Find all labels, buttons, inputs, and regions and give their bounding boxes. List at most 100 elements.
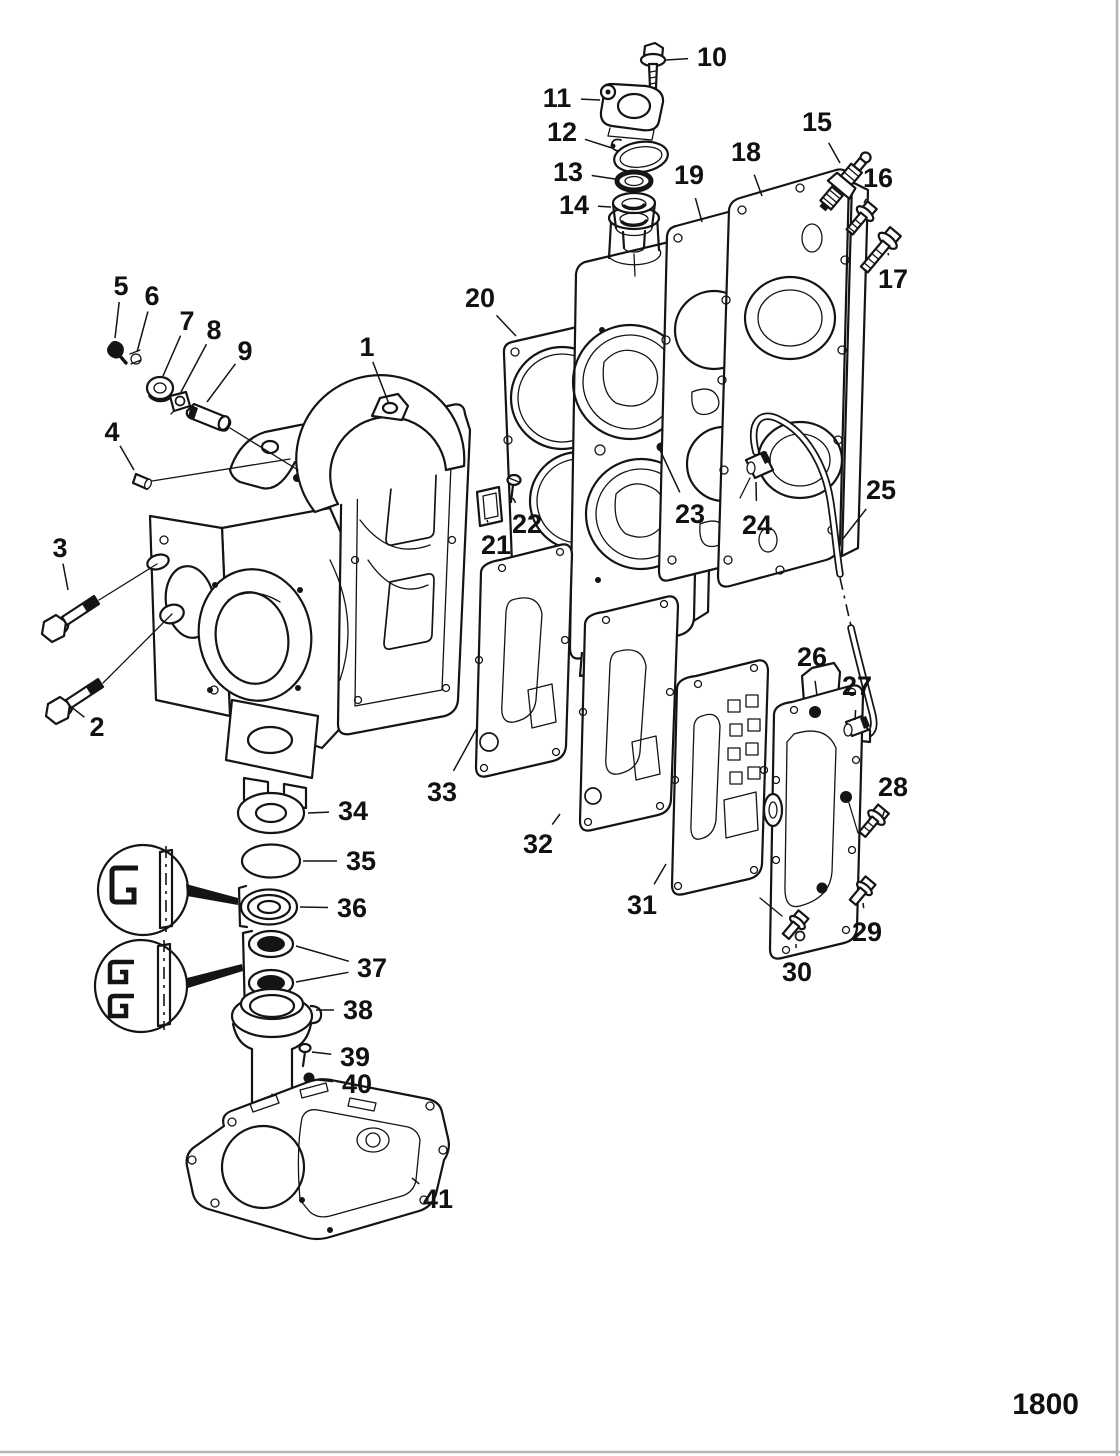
grommet-8 [166, 390, 192, 415]
leader-line-26 [814, 680, 818, 697]
leader-line-13 [591, 174, 616, 180]
cover-fitting [843, 714, 870, 738]
part-callout-40: 40 [342, 1069, 372, 1099]
bolt-30-locating-line [759, 897, 783, 917]
spark-plug [819, 151, 872, 212]
cover-bolt-28 [858, 803, 890, 839]
leader-line-41 [411, 1177, 420, 1185]
dowel-pin-9 [185, 402, 299, 471]
leader-line-3 [62, 563, 69, 591]
anode-screw [506, 473, 522, 504]
part-callout-33: 33 [427, 777, 457, 807]
part-callout-22: 22 [512, 509, 542, 539]
part-callout-23: 23 [675, 499, 705, 529]
part-callout-8: 8 [206, 315, 221, 345]
leader-line-8 [180, 343, 208, 393]
exhaust-gasket-outer [670, 659, 770, 896]
leader-line-5 [114, 301, 120, 339]
leader-line-32 [551, 813, 561, 826]
part-callout-21: 21 [481, 530, 511, 560]
leader-line-17 [887, 252, 890, 256]
leader-line-7 [162, 335, 182, 377]
oil-seal [239, 888, 299, 926]
leader-line-20 [495, 314, 517, 337]
leader-line-10 [665, 57, 689, 61]
clip-6 [129, 349, 142, 365]
leader-line-19 [694, 197, 703, 223]
cylinder-block [146, 374, 472, 810]
leader-line-18 [753, 174, 763, 197]
leader-line-37 [295, 945, 350, 963]
seal-detail-magnifier-bottom [93, 938, 243, 1034]
leader-line-2 [69, 705, 85, 718]
cover-bolt-29 [848, 875, 877, 906]
seal-housing [230, 987, 323, 1134]
crankcase-bolt-3 [40, 563, 158, 644]
leader-line-29 [862, 902, 865, 909]
leader-line-40 [317, 1079, 334, 1083]
part-callout-1: 1 [359, 332, 374, 362]
part-callout-27: 27 [842, 671, 872, 701]
leader-line-28 [881, 809, 886, 819]
thermostat-cover-bolt [639, 41, 667, 90]
part-callout-35: 35 [346, 846, 376, 876]
bolt-28-locating-line [848, 802, 859, 834]
anode-plate [475, 485, 504, 528]
part-callout-16: 16 [863, 163, 893, 193]
exhaust-gasket-middle [578, 595, 680, 832]
part-callout-24: 24 [742, 510, 772, 540]
thermostat [611, 191, 657, 253]
head-cover-bolt-short [845, 200, 878, 236]
leader-line-22 [512, 497, 517, 504]
leader-line-27 [854, 709, 857, 721]
part-callout-13: 13 [553, 157, 583, 187]
leader-line-21 [486, 519, 489, 523]
leader-line-31 [653, 863, 667, 885]
bracket-36 [237, 884, 249, 929]
part-callout-38: 38 [343, 995, 373, 1025]
part-callout-41: 41 [423, 1184, 453, 1214]
part-callout-37: 37 [357, 953, 387, 983]
leader-line-34 [307, 811, 330, 814]
leader-line-12 [584, 138, 613, 149]
seal-detail-magnifier-top [96, 843, 238, 937]
pin-4 [131, 458, 291, 491]
part-callout-19: 19 [674, 160, 704, 190]
crankcase-bolt-2 [44, 613, 173, 726]
part-callout-36: 36 [337, 893, 367, 923]
part-callout-30: 30 [782, 957, 812, 987]
leader-line-25 [841, 508, 867, 541]
part-callout-26: 26 [797, 642, 827, 672]
part-callout-10: 10 [697, 42, 727, 72]
leader-line-36 [299, 906, 329, 909]
thrust-washer [236, 791, 306, 835]
part-callout-29: 29 [852, 917, 882, 947]
leader-line-9 [206, 363, 237, 403]
part-callout-3: 3 [52, 533, 67, 563]
part-callout-31: 31 [627, 890, 657, 920]
leader-line-6 [136, 311, 149, 353]
leader-line-23 [659, 449, 681, 493]
thermostat-cover [599, 82, 665, 141]
part-callout-34: 34 [338, 796, 368, 826]
thermostat-seal-ring [614, 169, 654, 193]
part-callout-12: 12 [547, 117, 577, 147]
part-callout-4: 4 [104, 417, 119, 447]
part-callout-15: 15 [802, 107, 832, 137]
head-cover-bolt-long [859, 226, 902, 274]
housing-screw-39 [298, 1042, 312, 1068]
part-callout-20: 20 [465, 283, 495, 313]
water-fitting [739, 450, 775, 499]
part-callout-2: 2 [89, 712, 104, 742]
part-callout-17: 17 [878, 264, 908, 294]
leader-line-14 [597, 205, 612, 208]
thermostat-gasket [610, 138, 669, 174]
part-callout-39: 39 [340, 1042, 370, 1072]
leader-line-37 [295, 971, 349, 983]
part-callout-7: 7 [179, 306, 194, 336]
leader-line-15 [828, 142, 841, 164]
page-number: 1800 [1012, 1388, 1079, 1421]
leader-line-33 [452, 727, 478, 772]
